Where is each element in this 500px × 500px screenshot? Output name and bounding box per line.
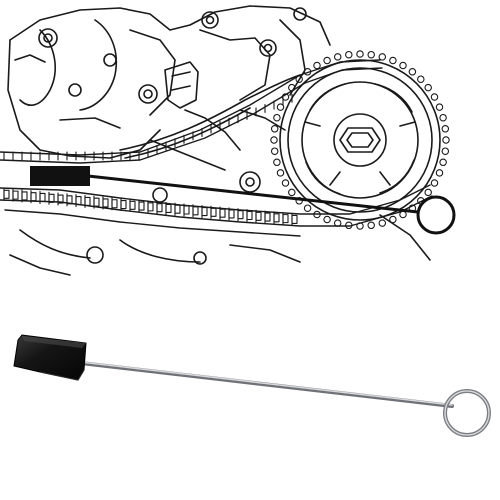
sprocket-chain-roller — [417, 75, 425, 83]
sprocket-chain-roller — [281, 179, 290, 187]
sprocket-chain-roller — [333, 219, 342, 227]
sprocket-chain-roller — [295, 75, 303, 83]
tool-photo — [13, 334, 491, 437]
sprocket-chain-roller — [288, 188, 296, 197]
chain-link-plate — [3, 189, 10, 199]
sprocket-chain-roller — [273, 113, 281, 122]
installed-tool-ring — [416, 195, 456, 235]
sprocket-chain-roller — [399, 61, 407, 70]
sprocket-chain-roller — [435, 169, 444, 177]
camshaft-sprocket — [279, 59, 441, 221]
chain-link-plate — [273, 213, 280, 223]
chain-link-plate — [75, 196, 82, 206]
chain-link-plate — [93, 197, 100, 207]
chain-link-plate — [138, 201, 145, 211]
sprocket-chain-roller — [442, 136, 450, 144]
chain-link-plate — [84, 196, 91, 206]
chain-link-plate — [129, 200, 136, 210]
chain-link-plate — [165, 203, 172, 213]
sprocket-chain-roller — [356, 222, 364, 230]
sprocket-chain-roller — [378, 53, 387, 61]
chain-link-plate — [30, 192, 37, 202]
sprocket-chain-roller — [313, 210, 321, 219]
sprocket-chain-roller — [303, 68, 312, 76]
chain-link-plate — [120, 199, 127, 210]
chain-link-plate — [102, 198, 109, 208]
chain-link-plate — [183, 205, 190, 215]
sprocket-chain-roller — [408, 68, 417, 76]
sprocket-chain-roller — [430, 179, 439, 187]
chain-link-plate — [156, 203, 163, 213]
chain-link-plate — [237, 210, 244, 220]
sprocket-chain-roller — [441, 125, 450, 133]
sprocket-chain-roller — [439, 113, 447, 122]
sprocket-chain-roller — [288, 83, 296, 92]
installed-tool — [30, 166, 456, 235]
sprocket-chain-roller — [270, 125, 279, 133]
lower-engine-area — [9, 214, 431, 276]
chain-link-plate — [174, 204, 181, 214]
sprocket-chain-roller — [273, 158, 281, 167]
sprocket-chain-roller — [441, 147, 450, 155]
chain-links — [3, 93, 298, 226]
chain-link-plate — [48, 193, 55, 203]
tensioner-block — [164, 61, 199, 109]
chain-link-plate — [210, 207, 217, 217]
sprocket-chain-roller — [323, 56, 331, 65]
sprocket-chain-roller — [424, 83, 432, 92]
sprocket-chain-roller — [367, 50, 375, 59]
chain-link-plate — [228, 209, 235, 219]
sprocket-chain-roller — [333, 53, 342, 61]
chain-guide — [119, 74, 301, 159]
sprocket-chain-roller — [276, 169, 285, 177]
chain-link-plate — [39, 192, 46, 203]
installed-tool-pad — [30, 166, 90, 186]
chain-link-plate — [147, 202, 154, 212]
sprocket-chain-roller — [270, 136, 278, 144]
chain-link-plate — [57, 194, 64, 204]
sprocket-chain-roller — [435, 103, 444, 111]
sprocket-chain-roller — [389, 56, 397, 65]
sprocket-chain-roller — [424, 188, 432, 197]
chain-link-plate — [219, 208, 226, 218]
chain-link-plate — [111, 199, 118, 209]
chain-link-plate — [282, 214, 289, 224]
chain-link-plate — [246, 210, 253, 221]
sprocket-chain-roller — [378, 219, 387, 227]
sprocket-chain-roller — [276, 103, 285, 111]
chain-link-plate — [192, 206, 199, 216]
engine-drawing — [0, 5, 450, 276]
chain-link-plate — [12, 190, 19, 200]
sprocket-chain-roller — [367, 221, 375, 230]
tool-rod — [70, 360, 454, 408]
sprocket-chain-roller — [270, 147, 279, 155]
chain-link-plate — [201, 207, 208, 217]
sprocket-chain-roller — [399, 210, 407, 219]
sprocket-chain-roller — [356, 50, 364, 58]
sprocket-chain-roller — [430, 93, 439, 101]
sprocket-chain-roller — [345, 221, 353, 230]
sprocket-chain-roller — [345, 50, 353, 59]
sprocket-hex-bolt — [339, 127, 381, 153]
sprocket-chain-roller — [303, 204, 312, 212]
sprocket-chain-roller — [439, 158, 447, 167]
sprocket-chain-roller — [323, 215, 331, 224]
chain-link-plate — [291, 214, 298, 224]
chain-link-plate — [264, 212, 271, 222]
chain-link-plate — [21, 191, 28, 201]
chain-link-plate — [66, 195, 73, 205]
installed-tool-rod — [87, 174, 419, 214]
sprocket-teeth — [270, 50, 450, 230]
chain-link-plate — [255, 211, 262, 221]
sprocket-chain-roller — [313, 61, 321, 70]
sprocket-chain-roller — [281, 93, 290, 101]
